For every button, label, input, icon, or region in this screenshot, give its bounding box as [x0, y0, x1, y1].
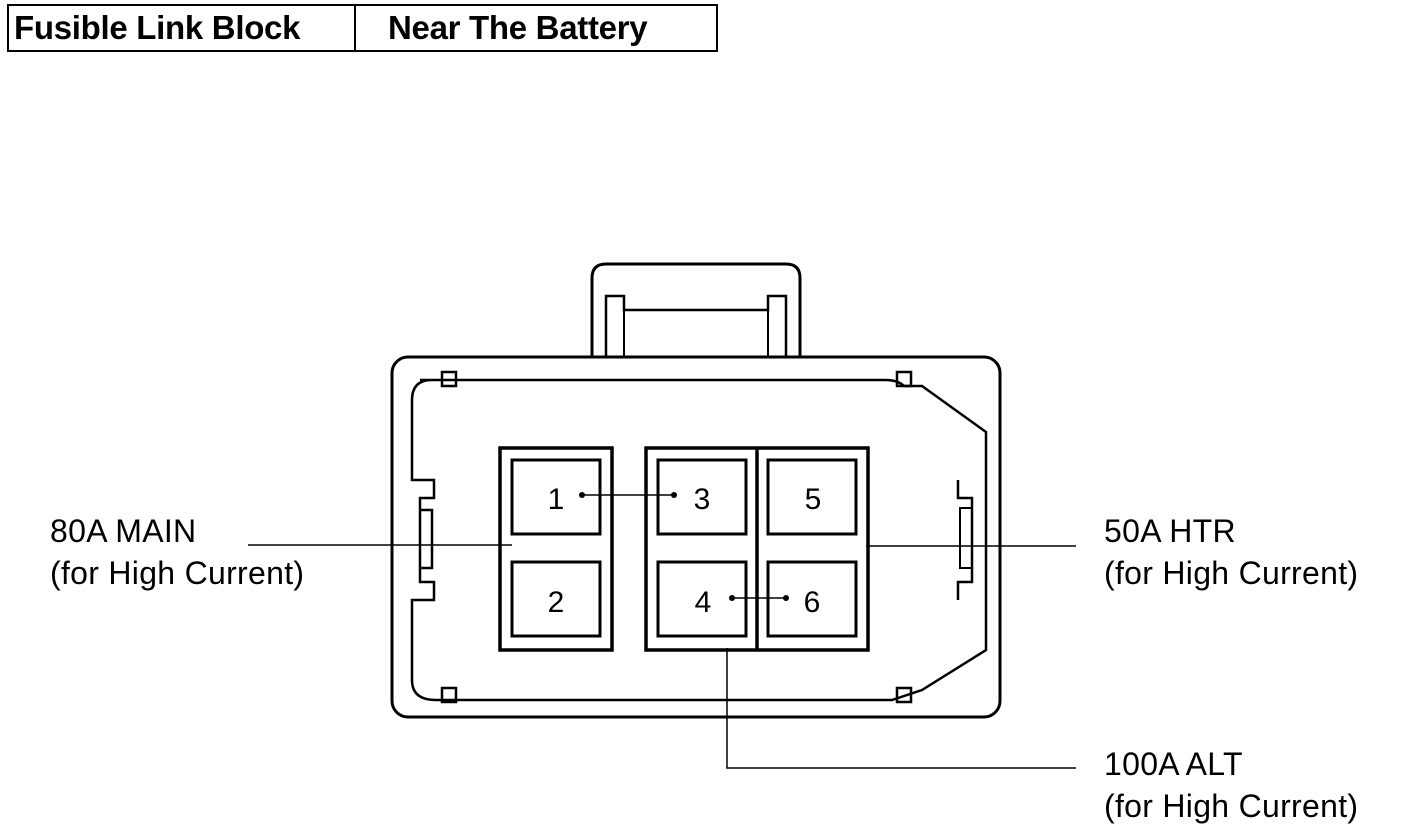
callout-main: 80A MAIN (for High Current): [50, 510, 304, 594]
latch-tab-inner: [604, 294, 788, 358]
housing-outer: [390, 355, 1002, 719]
pin-5-label: 5: [805, 483, 822, 516]
housing-inner: [410, 378, 988, 702]
header-table: Fusible Link Block Near The Battery: [7, 4, 718, 52]
pin-6-label: 6: [804, 586, 821, 619]
terminal-3: [656, 458, 748, 536]
callout-htr-note: (for High Current): [1104, 555, 1359, 591]
callout-alt-note: (for High Current): [1104, 788, 1359, 824]
component-location: Near The Battery: [388, 9, 648, 46]
terminal-1: [510, 458, 602, 536]
callout-htr-rating: 50A HTR: [1104, 513, 1236, 549]
terminal-2: [510, 560, 602, 638]
pin-3-label: 3: [694, 483, 711, 516]
callout-htr: 50A HTR (for High Current): [1104, 510, 1358, 594]
callout-main-note: (for High Current): [50, 555, 305, 591]
component-name: Fusible Link Block: [9, 6, 356, 50]
callout-alt: 100A ALT (for High Current): [1104, 743, 1358, 827]
callout-alt-rating: 100A ALT: [1104, 746, 1243, 782]
pin-2-label: 2: [548, 586, 565, 619]
callout-main-rating: 80A MAIN: [50, 513, 197, 549]
terminal-5: [766, 458, 858, 536]
latch-tab: [590, 262, 802, 358]
leader-alt: [726, 648, 1076, 769]
terminal-6: [766, 560, 858, 638]
terminal-4: [656, 560, 748, 638]
cavity-left: [498, 446, 614, 652]
pin-1-label: 1: [548, 483, 565, 516]
pin-4-label: 4: [695, 586, 712, 619]
